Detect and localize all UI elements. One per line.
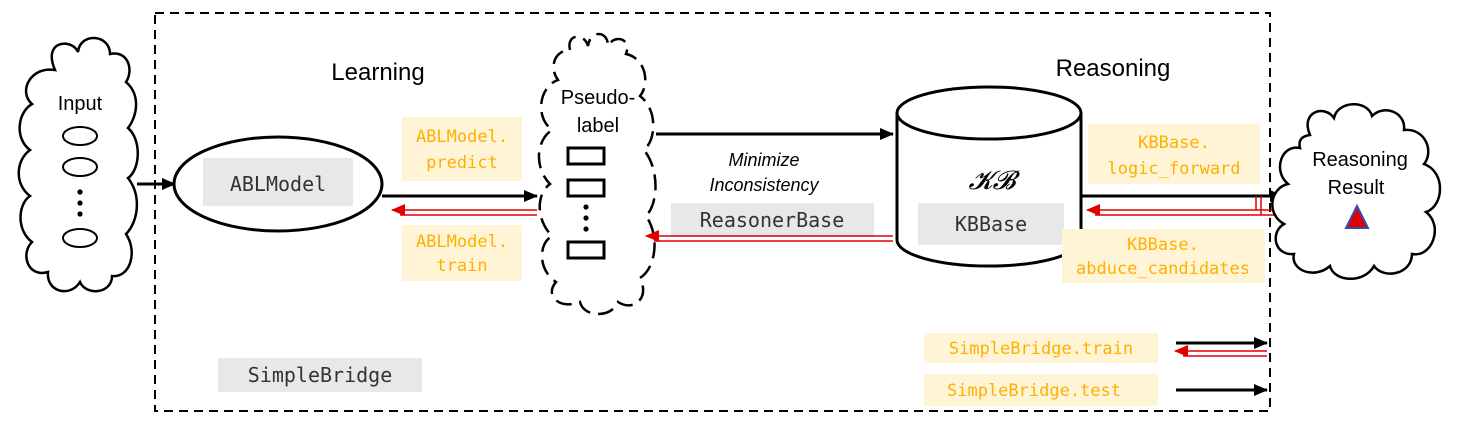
- result-line1: Reasoning: [1312, 149, 1408, 171]
- kb-base-tag: KBBase: [955, 212, 1027, 236]
- legend-train-label: SimpleBridge.train: [949, 339, 1133, 359]
- input-item: [62, 126, 98, 146]
- abl-model-tag: ABLModel: [230, 172, 326, 196]
- simple-bridge-frame: [154, 12, 1271, 412]
- abduce-candidates-line1: KBBase.: [1127, 235, 1199, 255]
- result-line2: Result: [1328, 177, 1385, 199]
- input-item: [62, 157, 98, 177]
- legend-test-label-bg: [924, 374, 1158, 406]
- input-label: Input: [58, 93, 103, 115]
- result-cloud: Reasoning Result: [1271, 103, 1442, 280]
- train-label-line1: ABLModel.: [416, 232, 508, 252]
- simple-bridge-tag: SimpleBridge: [248, 363, 393, 387]
- kb-base-tag-bg: [918, 203, 1064, 245]
- pseudo-label-item: [566, 178, 606, 198]
- predict-label-line1: ABLModel.: [416, 127, 508, 147]
- ellipsis-dot: [583, 215, 589, 221]
- abduce-candidates-line2: abduce_candidates: [1076, 259, 1250, 279]
- kb-cylinder: 𝓚𝓑 KBBase: [895, 85, 1083, 268]
- abduce-candidates-label-bg: [1062, 229, 1265, 283]
- reasoner-base-tag-bg: [671, 203, 874, 237]
- legend-train-label-bg: [924, 333, 1158, 363]
- kb-symbol: 𝓚𝓑: [968, 165, 1020, 195]
- pseudo-label-cloud: Pseudo- label: [537, 32, 657, 316]
- ellipsis-dot: [77, 211, 83, 217]
- legend-test-label: SimpleBridge.test: [947, 381, 1121, 401]
- input-cloud: Input: [17, 36, 139, 293]
- predict-label-line2: predict: [426, 153, 498, 173]
- logic-forward-label-bg: [1088, 124, 1260, 184]
- train-label-bg: [402, 225, 522, 281]
- ellipsis-dot: [583, 226, 589, 232]
- ellipsis-dot: [77, 200, 83, 206]
- learning-title: Learning: [331, 59, 424, 86]
- ellipsis-dot: [77, 189, 83, 195]
- simple-bridge-tag-bg: [218, 358, 422, 392]
- pseudo-label-item: [566, 146, 606, 166]
- reasoning-title: Reasoning: [1056, 55, 1171, 82]
- minimize-line1: Minimize: [728, 150, 799, 170]
- logic-forward-line2: logic_forward: [1107, 159, 1240, 179]
- pseudo-label-line2: label: [577, 115, 619, 137]
- minimize-line2: Inconsistency: [709, 175, 819, 195]
- abl-model-tag-bg: [203, 158, 353, 206]
- logic-forward-line1: KBBase.: [1138, 133, 1210, 153]
- reasoner-base-tag: ReasonerBase: [700, 208, 845, 232]
- result-triangle-icon: [1344, 203, 1370, 229]
- pseudo-label-item: [566, 240, 606, 260]
- pseudo-label-line1: Pseudo-: [561, 87, 636, 109]
- train-label-line2: train: [436, 256, 487, 276]
- ellipsis-dot: [583, 204, 589, 210]
- predict-label-bg: [402, 117, 522, 181]
- input-item: [62, 228, 98, 248]
